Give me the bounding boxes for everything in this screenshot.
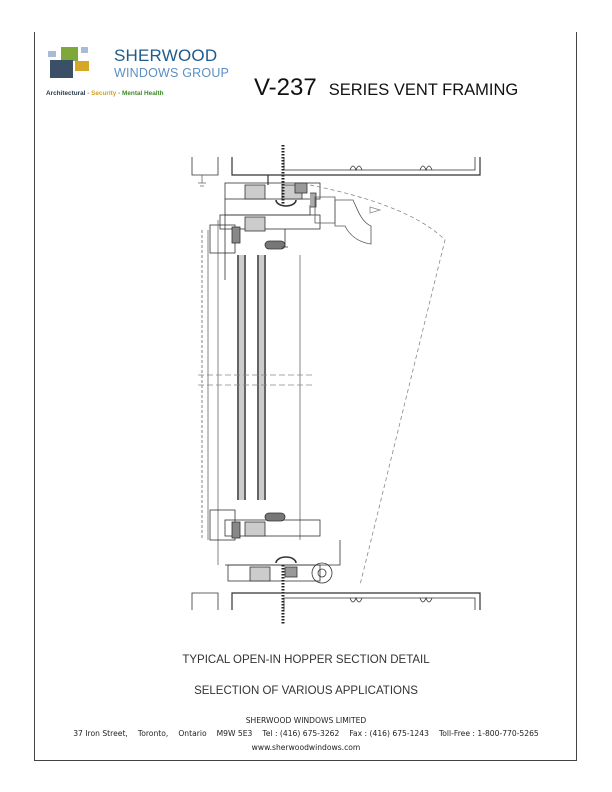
tagline: Architectural - Security - Mental Health [46,90,164,97]
footer-tel: Tel : (416) 675-3262 [262,729,340,738]
break-marks [198,374,315,386]
tagline-separator: - [116,90,123,97]
tagline-separator: - [85,90,92,97]
brand-name: SHERWOOD [114,46,218,65]
company-logo-icon [46,45,92,81]
swing-arc [309,184,446,586]
handle [314,196,382,245]
footer-fax: Fax : (416) 675-1243 [349,729,429,738]
top-frame-profile [191,157,481,187]
caption-section-detail: TYPICAL OPEN-IN HOPPER SECTION DETAIL [182,654,430,666]
brand-group: WINDOWS GROUP [114,66,230,80]
series-code: V-237 [254,74,317,101]
section-detail-drawing [191,145,481,625]
upper-sash-assembly [209,182,321,280]
footer-address: 37 Iron Street, [73,729,128,738]
footer-province: Ontario [178,729,207,738]
footer-city: Toronto, [137,729,169,738]
tagline-architectural: Architectural [46,90,86,97]
tagline-security: Security [91,90,117,97]
tagline-mental-health: Mental Health [122,90,164,97]
page-border [34,32,577,761]
caption-applications: SELECTION OF VARIOUS APPLICATIONS [194,685,418,697]
jamb-lines [201,220,301,565]
footer-contact: 37 Iron Street, Toronto, Ontario M9W 5E3 Tel… [0,729,612,738]
glass-panes [237,255,266,500]
footer-postal: M9W 5E3 [216,729,253,738]
footer-company: SHERWOOD WINDOWS LIMITED [245,716,367,725]
lower-sash-assembly [209,509,341,584]
series-title: SERIES VENT FRAMING [328,81,519,99]
document-title: V-237 SERIES VENT FRAMING [254,74,518,102]
bottom-frame-profile [191,592,481,610]
footer-tollfree: Toll-Free : 1-800-770-5265 [438,729,539,738]
footer-website[interactable]: www.sherwoodwindows.com [251,743,361,752]
